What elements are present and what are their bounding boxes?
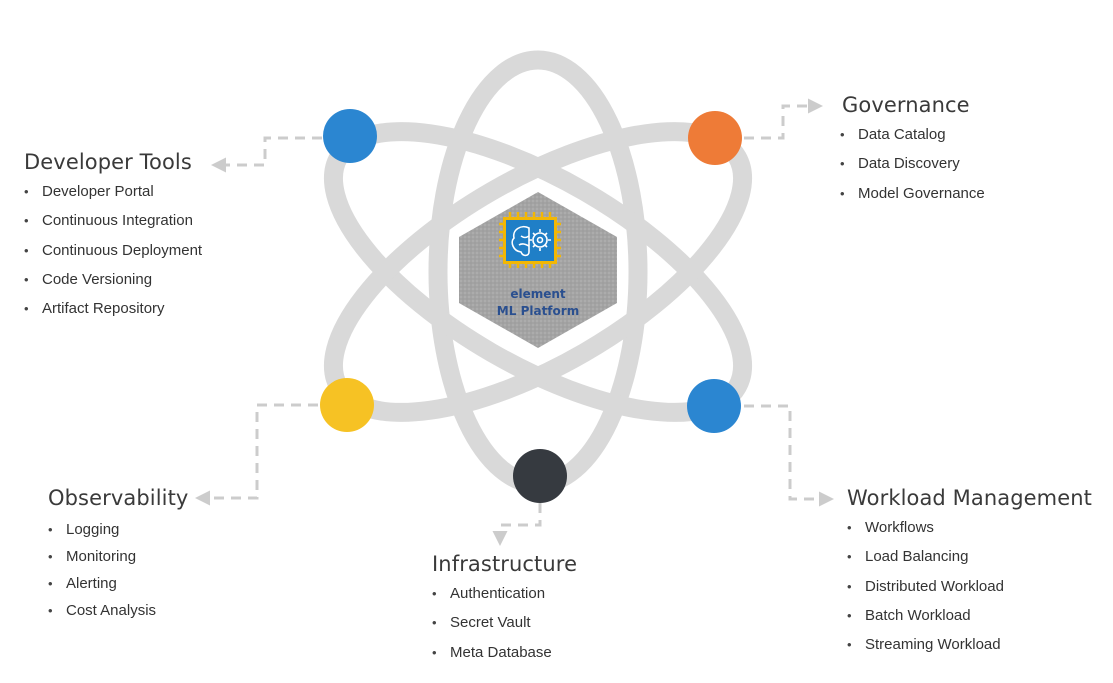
bullet-icon: • <box>48 549 53 564</box>
node-governance <box>688 111 742 165</box>
bullet-icon: • <box>432 586 437 601</box>
list-item-label: Workflows <box>865 519 934 536</box>
center-hexagon <box>459 192 617 348</box>
list-item: • Alerting <box>48 572 188 599</box>
list-item: • Batch Workload <box>847 604 1092 633</box>
list-item-label: Data Catalog <box>858 126 946 143</box>
connector-observability <box>195 403 318 506</box>
list-item: • Cost Analysis <box>48 599 188 626</box>
connector-governance <box>744 98 823 140</box>
list-item-label: Secret Vault <box>450 614 531 632</box>
bullet-icon: • <box>48 576 53 591</box>
list-item: • Developer Portal <box>24 180 202 209</box>
node-infrastructure <box>513 449 567 503</box>
list-item: • Load Balancing <box>847 545 1092 574</box>
list-item: • Artifact Repository <box>24 297 202 326</box>
list-item-label: Data Discovery <box>858 155 960 173</box>
orbit-nodes <box>320 109 742 503</box>
node-developer-tools <box>323 109 377 163</box>
list-item: • Monitoring <box>48 545 188 572</box>
list-item: • Workflows <box>847 516 1092 545</box>
group-observability: Observability • Logging • Monitoring • Aler… <box>48 486 188 626</box>
connector-infrastructure <box>492 503 542 546</box>
group-infrastructure: Infrastructure • Authentication • Secret V… <box>432 552 577 670</box>
list-item-label: Meta Database <box>450 643 552 661</box>
bullet-icon: • <box>24 184 29 199</box>
bullet-icon: • <box>24 271 29 287</box>
group-governance: Governance • Data Catalog • Data Discovery… <box>840 93 985 211</box>
bullet-icon: • <box>432 644 437 660</box>
bullet-icon: • <box>24 213 29 229</box>
list-item: • Data Catalog <box>840 123 985 152</box>
list-item-label: Artifact Repository <box>42 300 165 318</box>
list-item-label: Load Balancing <box>865 548 969 566</box>
bullet-icon: • <box>847 607 852 623</box>
bullet-icon: • <box>840 185 845 201</box>
group-developer-tools: Developer Tools • Developer Portal • Conti… <box>24 150 202 326</box>
bullet-icon: • <box>432 615 437 631</box>
center-label: element ML Platform <box>478 286 598 320</box>
bullet-icon: • <box>48 603 53 618</box>
list-item: • Model Governance <box>840 182 985 211</box>
list-item: • Streaming Workload <box>847 633 1092 662</box>
list-item: • Distributed Workload <box>847 575 1092 604</box>
bullet-icon: • <box>840 127 845 142</box>
bullet-icon: • <box>24 242 29 258</box>
group-title-infrastructure: Infrastructure <box>432 552 578 576</box>
brain-chip-icon <box>499 212 561 268</box>
list-item-label: Alerting <box>66 575 117 592</box>
list-item-label: Cost Analysis <box>66 602 157 619</box>
list-item: • Data Discovery <box>840 152 985 181</box>
group-list-infrastructure: • Authentication • Secret Vault • Meta Data… <box>432 582 577 670</box>
list-item-label: Distributed Workload <box>865 577 1004 595</box>
group-title-workload-management: Workload Management <box>847 486 1092 510</box>
list-item-label: Logging <box>66 521 120 538</box>
list-item: • Meta Database <box>432 641 577 670</box>
bullet-icon: • <box>847 520 852 535</box>
list-item-label: Monitoring <box>66 548 137 565</box>
list-item: • Continuous Deployment <box>24 239 202 268</box>
list-item-label: Continuous Deployment <box>42 241 203 259</box>
group-list-workload-management: • Workflows • Load Balancing • Distributed … <box>847 516 1092 662</box>
connectors <box>195 98 834 546</box>
list-item: • Logging <box>48 518 188 545</box>
connector-workload <box>744 404 834 507</box>
node-workload-management <box>687 379 741 433</box>
group-list-developer-tools: • Developer Portal • Continuous Integratio… <box>24 180 202 326</box>
bullet-icon: • <box>840 156 845 172</box>
list-item-label: Batch Workload <box>865 606 971 624</box>
group-list-observability: • Logging • Monitoring • Alerting • Cost Ana… <box>48 518 188 626</box>
list-item: • Secret Vault <box>432 611 577 640</box>
center-label-line2: ML Platform <box>496 304 580 318</box>
node-observability <box>320 378 374 432</box>
bullet-icon: • <box>48 522 53 537</box>
list-item: • Code Versioning <box>24 268 202 297</box>
connector-developer-tools <box>211 136 322 173</box>
bullet-icon: • <box>847 549 852 565</box>
list-item-label: Model Governance <box>858 184 985 202</box>
bullet-icon: • <box>847 637 852 653</box>
center-label-line1: element <box>510 287 566 301</box>
list-item: • Authentication <box>432 582 577 611</box>
group-list-governance: • Data Catalog • Data Discovery • Model Gov… <box>840 123 985 211</box>
group-title-governance: Governance <box>842 93 970 117</box>
bullet-icon: • <box>847 578 852 594</box>
list-item-label: Continuous Integration <box>42 212 193 230</box>
list-item-label: Code Versioning <box>42 270 153 288</box>
list-item: • Continuous Integration <box>24 209 202 238</box>
list-item-label: Streaming Workload <box>865 636 1001 654</box>
group-workload-management: Workload Management • Workflows • Load Bal… <box>847 486 1092 662</box>
list-item-label: Developer Portal <box>42 183 154 200</box>
list-item-label: Authentication <box>450 585 546 602</box>
group-title-observability: Observability <box>48 486 189 510</box>
bullet-icon: • <box>24 301 29 317</box>
group-title-developer-tools: Developer Tools <box>24 150 192 174</box>
